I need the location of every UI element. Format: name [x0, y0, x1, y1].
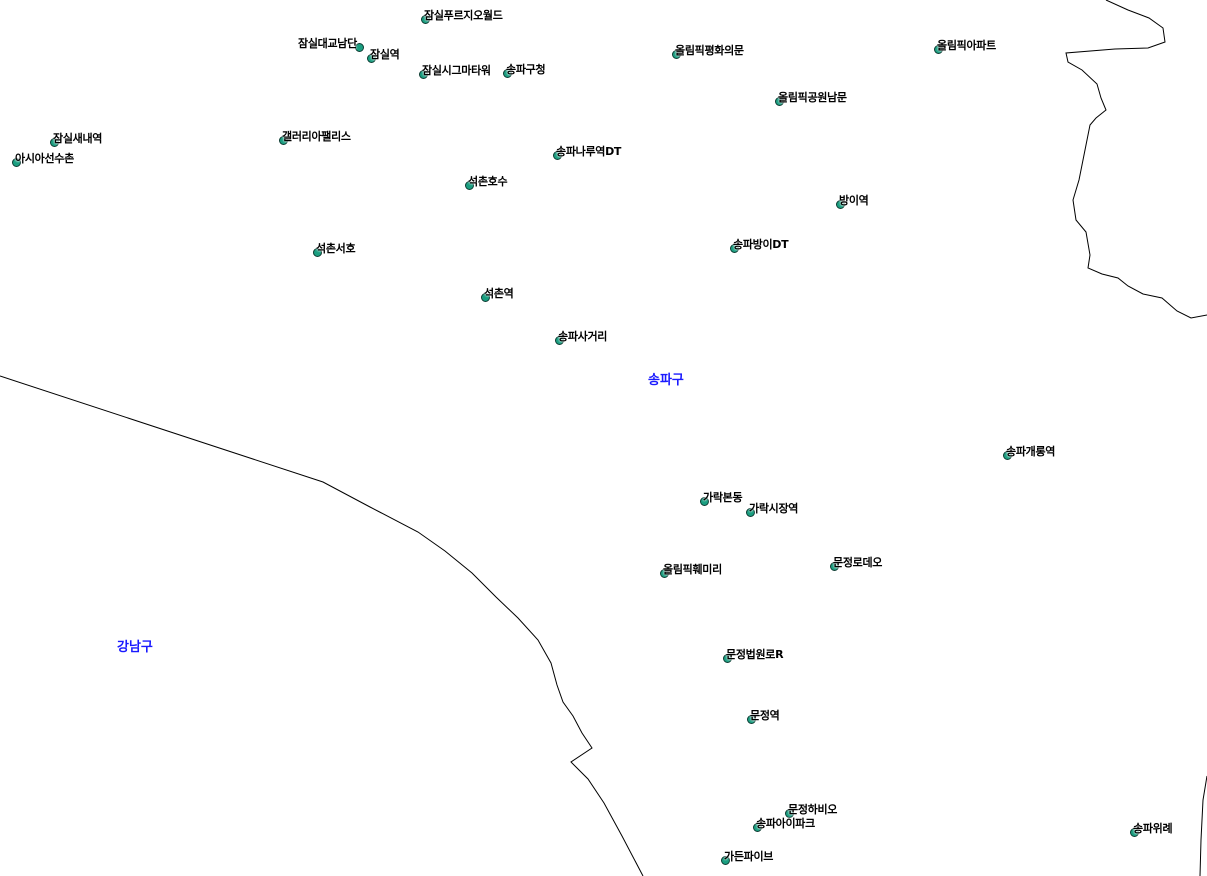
- boundary-northeast: [1065, 0, 1207, 319]
- poi-label: 올림픽훼미리: [663, 563, 722, 576]
- location-marker-icon: [367, 54, 376, 63]
- location-marker-icon: [785, 809, 794, 818]
- poi-label: 방이역: [839, 194, 869, 207]
- location-marker-icon: [279, 136, 288, 145]
- poi-label: 석촌호수: [468, 175, 508, 188]
- poi-label: 문정역: [750, 709, 780, 722]
- poi-label: 가락시장역: [749, 502, 799, 515]
- location-marker-icon: [660, 569, 669, 578]
- poi-label: 송파위례: [1133, 822, 1173, 835]
- location-marker-icon: [721, 856, 730, 865]
- poi-label: 올림픽평화의문: [675, 44, 744, 57]
- location-marker-icon: [503, 69, 512, 78]
- poi-label: 송파나루역DT: [556, 145, 622, 158]
- location-marker-icon: [12, 158, 21, 167]
- boundary-southeast: [1199, 775, 1207, 876]
- poi-label: 올림픽아파트: [937, 39, 996, 52]
- poi-label: 올림픽공원남문: [778, 91, 847, 104]
- location-marker-icon: [934, 45, 943, 54]
- location-marker-icon: [723, 654, 732, 663]
- poi-label: 잠실시그마타워: [422, 64, 491, 77]
- location-marker-icon: [50, 138, 59, 147]
- district-label-songpa: 송파구: [648, 373, 684, 388]
- location-marker-icon: [553, 151, 562, 160]
- location-marker-icon: [747, 715, 756, 724]
- poi-label: 송파구청: [506, 63, 546, 76]
- location-marker-icon: [753, 823, 762, 832]
- location-marker-icon: [746, 508, 755, 517]
- poi-label: 잠실새내역: [53, 132, 103, 145]
- location-marker-icon: [313, 248, 322, 257]
- poi-label: 문정로데오: [833, 556, 883, 569]
- poi-label: 송파개롱역: [1006, 445, 1056, 458]
- location-marker-icon: [836, 200, 845, 209]
- poi-label: 잠실대교남단: [298, 37, 357, 50]
- poi-label: 문정법원로R: [726, 648, 784, 661]
- location-marker-icon: [481, 293, 490, 302]
- poi-label: 송파아이파크: [756, 817, 815, 830]
- poi-label: 가든파이브: [724, 850, 774, 863]
- poi-label: 갤러리아팰리스: [282, 130, 351, 143]
- location-marker-icon: [1003, 451, 1012, 460]
- poi-label: 가락본동: [703, 491, 743, 504]
- poi-label: 잠실푸르지오월드: [424, 9, 503, 22]
- poi-label: 문정하비오: [788, 803, 838, 816]
- location-marker-icon: [355, 43, 364, 52]
- poi-label: 잠실역: [370, 48, 400, 61]
- location-marker-icon: [419, 70, 428, 79]
- location-marker-icon: [730, 244, 739, 253]
- location-marker-icon: [1130, 828, 1139, 837]
- location-marker-icon: [555, 336, 564, 345]
- poi-label: 송파방이DT: [733, 238, 789, 251]
- poi-label: 석촌역: [484, 287, 514, 300]
- location-marker-icon: [465, 181, 474, 190]
- location-marker-icon: [775, 97, 784, 106]
- location-marker-icon: [421, 15, 430, 24]
- poi-label: 석촌서호: [316, 242, 356, 255]
- location-marker-icon: [700, 497, 709, 506]
- boundary-gangnam-songpa: [0, 375, 644, 876]
- location-marker-icon: [830, 562, 839, 571]
- poi-label: 송파사거리: [558, 330, 608, 343]
- district-label-gangnam: 강남구: [117, 640, 153, 655]
- location-marker-icon: [672, 50, 681, 59]
- poi-label: 아시아선수촌: [15, 152, 74, 165]
